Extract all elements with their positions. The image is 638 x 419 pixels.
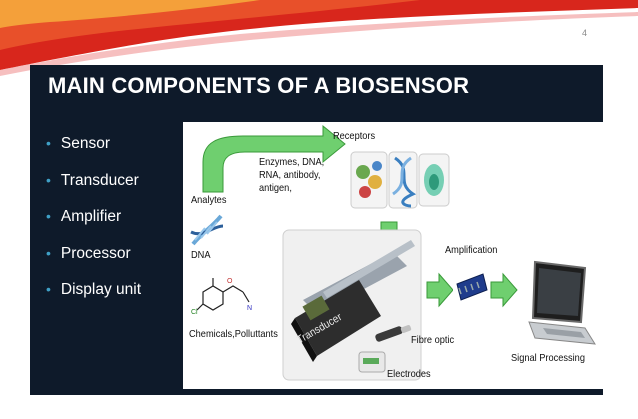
bullet-dot-icon: • [46,171,51,188]
fibre-optic-label: Fibre optic [411,334,455,346]
electrodes-label: Electrodes [387,368,431,380]
chemicals-label: Chemicals,Polluttants [189,328,278,340]
transducer-device-icon [282,229,422,381]
slide: MAIN COMPONENTS OF A BIOSENSOR •Sensor •… [30,65,603,395]
bullet-dot-icon: • [46,281,51,297]
dna-strand-icon [190,214,224,246]
bullet-dot-icon: • [46,208,51,224]
antibody-icon [418,153,450,207]
bullet-item: •Amplifier [46,208,122,225]
bullet-dot-icon: • [46,135,51,151]
bullet-list: •Sensor •Transducer •Amplifier •Processo… [46,133,141,316]
amplifier-chip-icon [453,272,489,302]
curved-arrow-icon [202,124,346,193]
dna-helix-icon [388,151,418,209]
dna-label: DNA [191,249,211,261]
svg-text:Cl: Cl [191,309,198,316]
receptor-examples-label: Enzymes, DNA, RNA, antibody, antigen, [259,156,325,194]
amplification-label: Amplification [445,244,498,256]
bullet-item: •Sensor [46,135,111,152]
bullet-item: •Display unit [46,281,142,298]
analytes-label: Analytes [191,194,227,206]
svg-text:N: N [247,305,252,312]
protein-molecule-icon [350,151,388,209]
signal-processing-label: Signal Processing [511,352,585,364]
diagram-graphics: O N Cl [190,124,597,381]
biosensor-diagram: O N Cl [183,122,603,389]
fibre-optic-icon [375,325,412,342]
electrode-icon [358,351,386,373]
header-swoosh [0,0,638,76]
slide-title: MAIN COMPONENTS OF A BIOSENSOR [48,73,470,98]
receptors-label: Receptors [333,130,376,142]
laptop-icon [523,252,597,350]
page-number: 4 [582,28,588,38]
bullet-dot-icon: • [46,244,51,261]
chemical-structure-icon [196,278,250,311]
bullet-item: •Processor [46,244,131,262]
right-arrow-icon [490,272,518,308]
svg-text:O: O [227,278,233,285]
bullet-item: •Transducer [46,171,139,189]
right-arrow-icon [426,272,454,308]
